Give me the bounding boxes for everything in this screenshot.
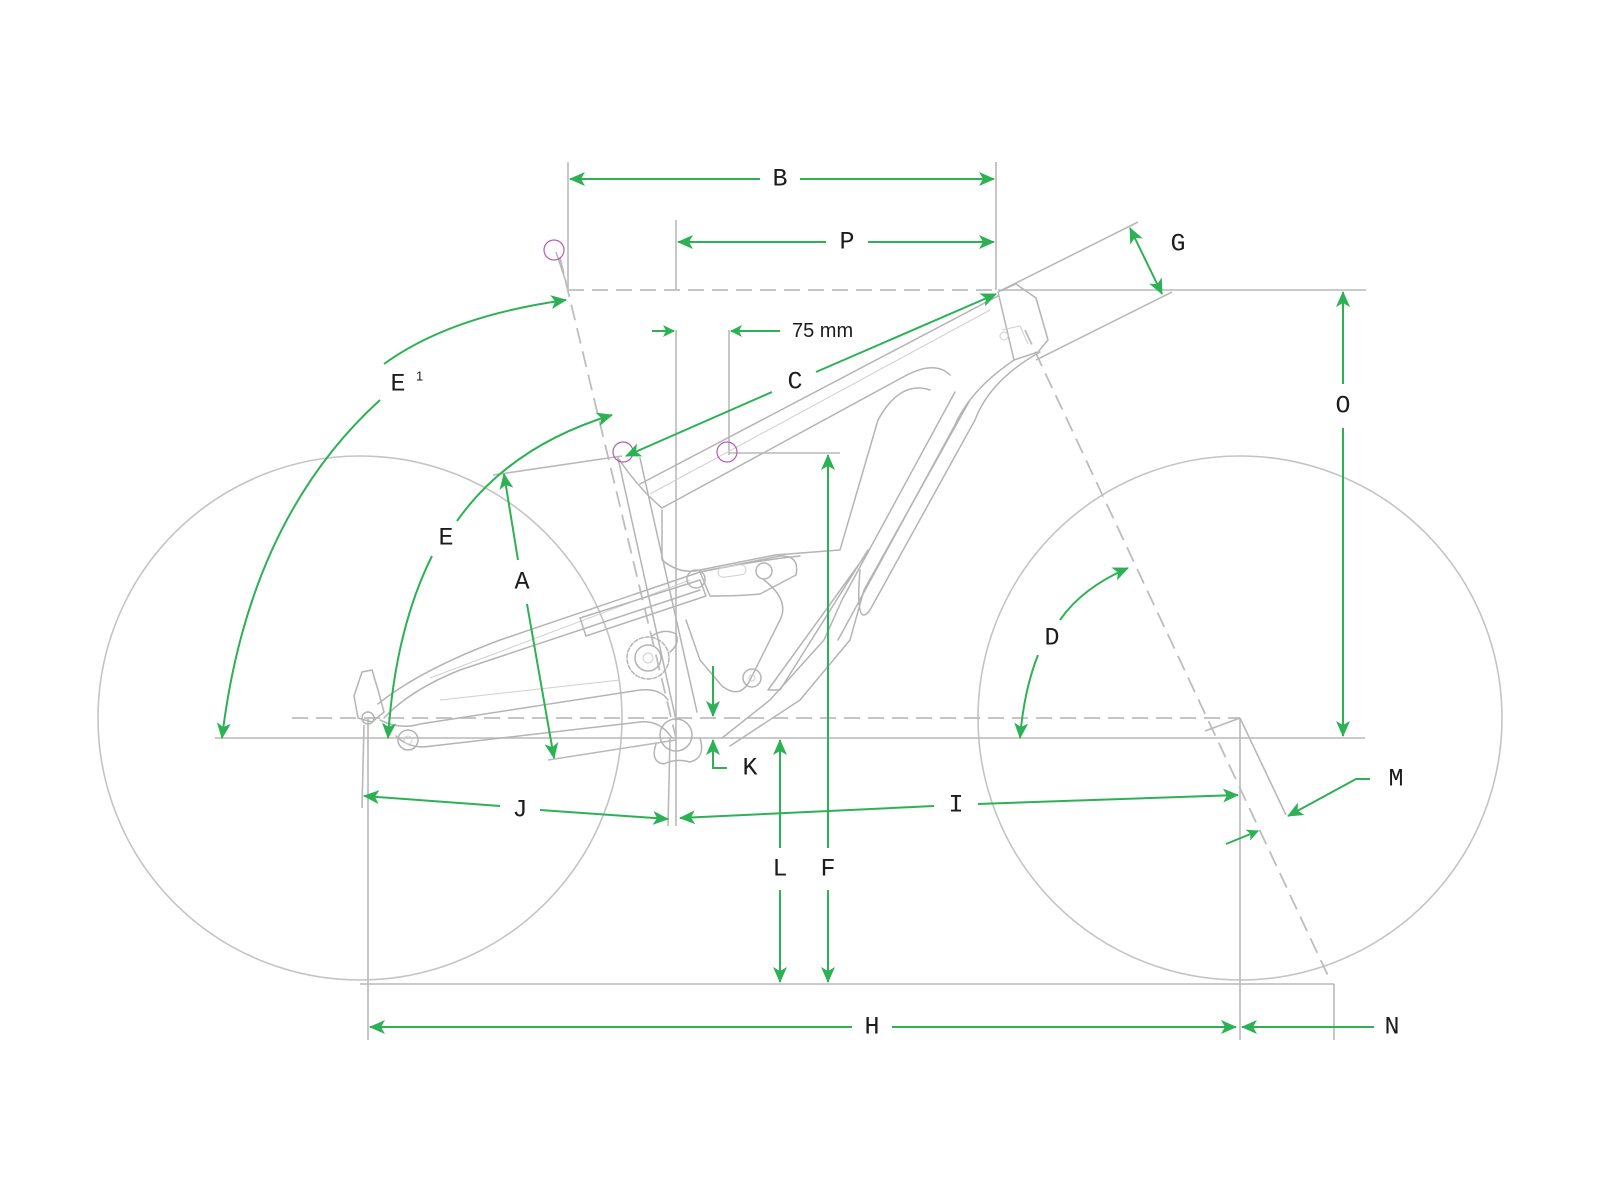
dimension-o: O [1335, 291, 1351, 737]
chainstay-pivot [397, 729, 419, 751]
lower-pivot-inner [748, 674, 756, 682]
seat-tube-axis-dashed [559, 257, 677, 739]
label-h: H [864, 1013, 879, 1042]
label-75mm: 75 mm [792, 320, 853, 342]
label-n: N [1384, 1013, 1399, 1042]
seat-tube [617, 457, 677, 721]
seat-stay-mid [429, 579, 691, 679]
bb-lower-bracket [653, 737, 703, 765]
dimension-p: P [677, 228, 995, 257]
steering-axis-line [1024, 329, 1331, 981]
dimension-f: F [820, 454, 836, 983]
label-l: L [772, 855, 787, 884]
dimensions: B P G 75 mm C E 1 [216, 165, 1404, 1042]
rear-axle [361, 711, 375, 725]
dimension-a: A [499, 473, 559, 759]
label-p: P [839, 228, 854, 257]
dimension-e: E [381, 412, 613, 739]
label-c: C [787, 368, 802, 397]
label-j: J [512, 796, 527, 825]
rear-wheel [97, 455, 623, 981]
fork-offset-perp [1204, 717, 1241, 732]
dimension-h: H [369, 1013, 1237, 1042]
seat-stay-upper [377, 555, 801, 705]
seat-collar [617, 457, 663, 509]
label-b: B [772, 165, 787, 194]
label-e: E [438, 524, 453, 553]
down-tube-body [721, 391, 956, 739]
seat-post-line [555, 251, 567, 283]
chainstay-detail [439, 679, 621, 701]
rocker-pivot-rear [755, 562, 773, 580]
rear-dropout [353, 669, 385, 723]
label-i: I [948, 791, 963, 820]
chainring [626, 636, 670, 680]
bb-shell [659, 718, 693, 752]
label-a: A [514, 568, 529, 597]
down-tube-upper [837, 359, 1015, 641]
down-tube-guard [767, 549, 869, 691]
standover-marker [716, 441, 738, 463]
label-k: K [742, 754, 757, 783]
top-tube-lower [661, 367, 951, 509]
dimension-n: N [1241, 1013, 1400, 1042]
reference-lines [215, 162, 1366, 1040]
lower-pivot [742, 668, 762, 688]
dimension-j: J [363, 790, 669, 825]
seat-tube-2 [639, 457, 698, 713]
dimension-75mm: 75 mm [652, 320, 853, 342]
dimension-i: I [679, 788, 1239, 825]
shock-body [579, 579, 707, 637]
top-tube [639, 295, 999, 485]
dimension-l: L [772, 739, 788, 983]
rear-axle-vertical-2 [361, 724, 365, 809]
chainstay-upper [379, 688, 669, 727]
label-e1-superscript: 1 [416, 369, 423, 384]
rocker-slot [717, 564, 747, 578]
head-tube-cable-port [999, 331, 1009, 341]
dimension-k: K [706, 666, 758, 783]
head-tube-top-guide [1001, 221, 1139, 291]
label-o: O [1335, 392, 1350, 421]
fork-offset-parallel [1239, 717, 1287, 816]
label-f: F [820, 855, 835, 884]
down-tube-body-2 [729, 399, 971, 747]
rocker-pivot-front [686, 569, 706, 589]
head-tube-bottom-guide [1035, 291, 1173, 361]
seat-tube-top-tick [492, 455, 623, 476]
head-tube-detail [1001, 325, 1029, 345]
chainstay-pivot-inner [403, 735, 413, 745]
rocker-link [699, 555, 798, 597]
down-tube-lower [858, 351, 1041, 616]
dimension-e1: E 1 [216, 295, 567, 739]
label-m: M [1388, 765, 1403, 794]
label-d: D [1044, 624, 1059, 653]
label-e1: E [390, 370, 405, 399]
dimension-g: G [1129, 227, 1186, 295]
dimension-b: B [569, 165, 995, 194]
dimension-c: C [625, 293, 997, 457]
chainstay-lower [395, 721, 673, 748]
label-g: G [1170, 230, 1185, 259]
top-tube-inner [649, 309, 991, 495]
derailleur-mount [651, 630, 678, 653]
bb-vertical-line-2 [667, 737, 671, 827]
bike-frame [353, 283, 1049, 765]
shock-yoke [685, 579, 784, 693]
front-triangle-cutout [661, 387, 931, 572]
seat-tube-bottom-tick [547, 739, 677, 761]
dimension-m: M [1225, 765, 1404, 845]
saddle-marker [543, 239, 565, 261]
seat-stay-lower [383, 589, 701, 719]
head-tube [997, 283, 1049, 361]
dimension-d: D [1014, 567, 1129, 739]
seat-tube-top-marker [612, 441, 634, 463]
